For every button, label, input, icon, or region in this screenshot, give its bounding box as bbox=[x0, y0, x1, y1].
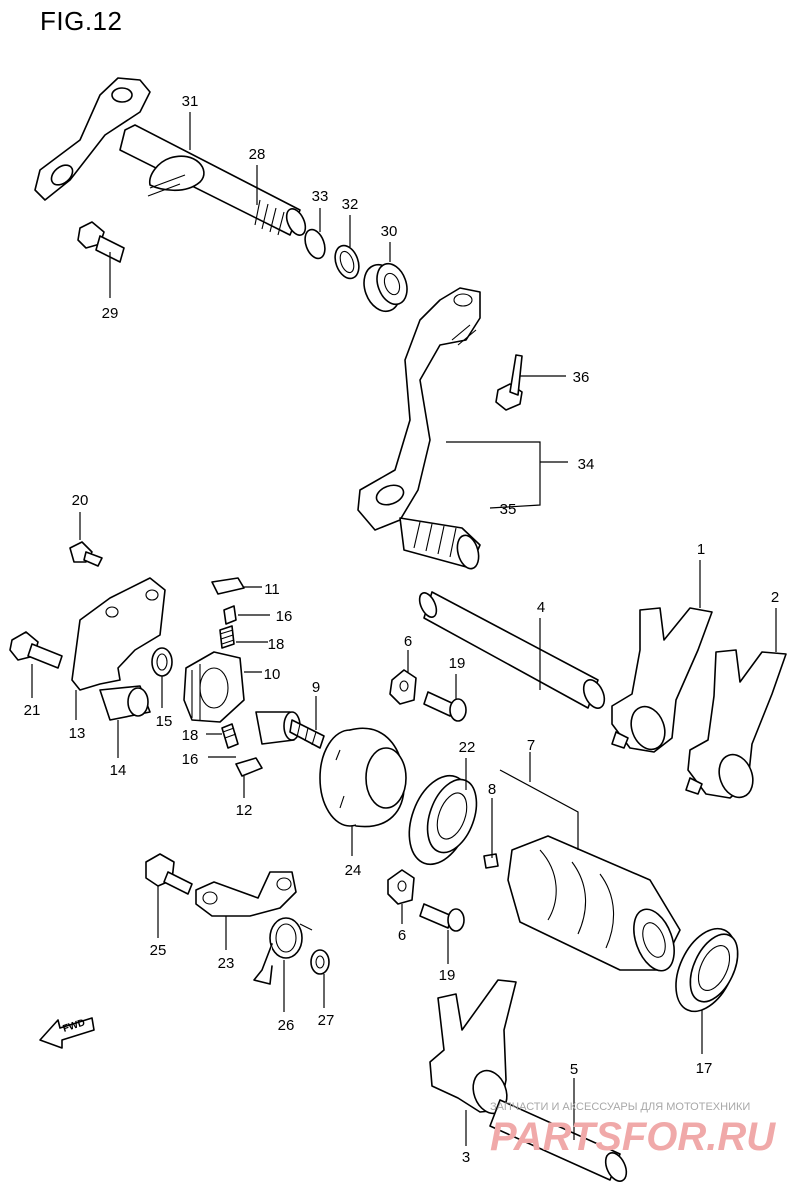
fork-shaft-part-4 bbox=[418, 591, 606, 709]
part-label: 34 bbox=[578, 456, 595, 473]
forward-direction-arrow-icon: FWD bbox=[39, 1017, 95, 1049]
watermark: ЗАПЧАСТИ И АКСЕССУАРЫ ДЛЯ МОТОТЕХНИКИ PA… bbox=[490, 1101, 776, 1159]
circlip-part-33 bbox=[304, 228, 326, 260]
bearing-part-22 bbox=[408, 774, 478, 866]
watermark-logo: PARTSFOR.RU bbox=[490, 1115, 776, 1159]
part-label: 30 bbox=[381, 223, 398, 240]
part-label: 11 bbox=[264, 581, 280, 598]
part-label: 22 bbox=[459, 739, 476, 756]
watermark-caption: ЗАПЧАСТИ И АКСЕССУАРЫ ДЛЯ МОТОТЕХНИКИ bbox=[490, 1101, 750, 1113]
part-label: 23 bbox=[218, 955, 235, 972]
part-label: 9 bbox=[312, 679, 320, 696]
stopper-arm-part-23 bbox=[195, 871, 297, 917]
part-label: 31 bbox=[182, 93, 199, 110]
part-label: 6 bbox=[398, 927, 406, 944]
spring-part-18-upper bbox=[219, 625, 235, 649]
screw-part-19-lower bbox=[419, 903, 465, 932]
part-label: 4 bbox=[537, 599, 545, 616]
part-label: 16 bbox=[276, 608, 293, 625]
part-label: 25 bbox=[150, 942, 167, 959]
pawl-part-12 bbox=[235, 757, 263, 777]
oil-seal-part-30 bbox=[363, 262, 408, 313]
part-label: 28 bbox=[249, 146, 266, 163]
pin-part-8 bbox=[483, 853, 499, 869]
spring-part-26 bbox=[253, 917, 313, 985]
stopper-plate-part-13 bbox=[71, 577, 166, 691]
part-label: 14 bbox=[110, 762, 127, 779]
shift-lever-rubber-part-35 bbox=[399, 517, 481, 570]
part-label: 19 bbox=[449, 655, 466, 672]
pin-part-9 bbox=[255, 711, 325, 749]
collar-part-14 bbox=[99, 685, 151, 721]
bolt-part-6-upper bbox=[389, 669, 417, 705]
shift-cam-driven-gear-part-10 bbox=[183, 651, 245, 723]
screw-part-20 bbox=[69, 541, 103, 567]
bolt-part-21 bbox=[9, 631, 63, 669]
leader-lines bbox=[31, 112, 777, 1146]
part-label: 12 bbox=[236, 802, 253, 819]
part-label: 21 bbox=[24, 702, 41, 719]
part-label: 36 bbox=[573, 369, 590, 386]
part-label: 20 bbox=[72, 492, 89, 509]
shift-fork-part-1 bbox=[611, 607, 713, 753]
part-label: 15 bbox=[156, 713, 173, 730]
part-label: 3 bbox=[462, 1149, 470, 1166]
part-label: 18 bbox=[182, 727, 199, 744]
shift-fork-part-3 bbox=[429, 979, 517, 1115]
part-label: 16 bbox=[182, 751, 199, 768]
part-label: 10 bbox=[264, 666, 281, 683]
part-label: 33 bbox=[312, 188, 329, 205]
part-label: 35 bbox=[500, 501, 517, 518]
pawl-part-11 bbox=[211, 577, 245, 595]
part-label: 24 bbox=[345, 862, 362, 879]
washer-part-32 bbox=[334, 244, 360, 280]
shift-cam-stopper-part-24 bbox=[319, 727, 407, 828]
bearing-part-17 bbox=[675, 927, 739, 1013]
part-label: 18 bbox=[268, 636, 285, 653]
part-number-labels: 1 2 3 4 5 6 6 7 8 9 10 11 12 13 14 15 16… bbox=[24, 93, 780, 1166]
part-label: 7 bbox=[527, 737, 535, 754]
pin-part-16-upper bbox=[223, 605, 237, 625]
part-label: 2 bbox=[771, 589, 779, 606]
washer-part-15 bbox=[151, 647, 173, 677]
washer-part-27 bbox=[310, 949, 330, 975]
part-label: 5 bbox=[570, 1061, 578, 1078]
part-label: 27 bbox=[318, 1012, 335, 1029]
part-label: 19 bbox=[439, 967, 456, 984]
part-label: 8 bbox=[488, 781, 496, 798]
figure-title: FIG.12 bbox=[40, 6, 123, 36]
screw-part-19-upper bbox=[423, 691, 467, 722]
spring-part-18-lower bbox=[221, 723, 239, 749]
part-label: 29 bbox=[102, 305, 119, 322]
gear-shift-shaft-assembly bbox=[34, 77, 307, 236]
gear-shift-lever-part-34 bbox=[357, 287, 481, 531]
part-label: 1 bbox=[697, 541, 705, 558]
bolt-part-25 bbox=[145, 853, 193, 895]
bolt-part-29 bbox=[77, 221, 125, 263]
fork-shaft-part-5 bbox=[489, 1099, 628, 1182]
bolt-part-6-lower bbox=[387, 869, 415, 905]
part-label: 6 bbox=[404, 633, 412, 650]
part-label: 26 bbox=[278, 1017, 295, 1034]
bolt-part-36 bbox=[495, 354, 523, 411]
gear-shift-cam-part-7 bbox=[507, 835, 681, 972]
part-label: 13 bbox=[69, 725, 86, 742]
part-label: 17 bbox=[696, 1060, 713, 1077]
shift-fork-part-2 bbox=[685, 649, 787, 799]
part-label: 32 bbox=[342, 196, 359, 213]
